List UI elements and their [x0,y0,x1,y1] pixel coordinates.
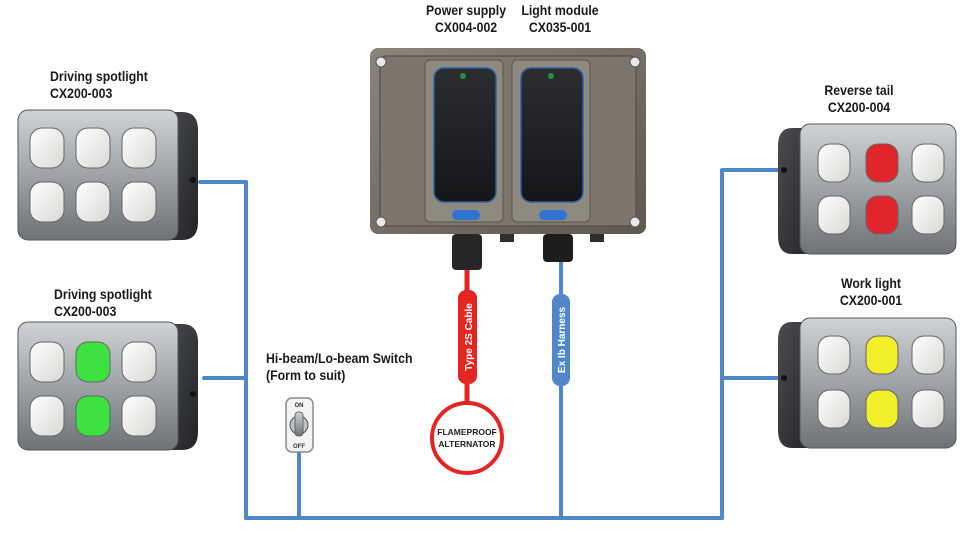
control-box [370,48,646,270]
spotlight-bottom-label: Driving spotlight CX200-003 [54,286,177,320]
reverse-tail-name: Reverse tail [824,82,894,98]
reverse-tail-label: Reverse tail CX200-004 [807,82,911,116]
flameproof-alternator: FLAMEPROOF ALTERNATOR [430,401,504,475]
light-module-label: Light module CX035-001 [516,2,604,36]
spotlight-top-code: CX200-003 [50,85,113,101]
power-supply-label: Power supply CX004-002 [422,2,510,36]
driving-spotlight-top [17,109,198,241]
switch-label: Hi-beam/Lo-beam Switch (Form to suit) [266,350,442,384]
work-light-code: CX200-001 [839,292,903,308]
power-tab [452,210,480,220]
harness-pill: Ex Ib Harness [552,294,570,386]
type2s-cable-label: Type 2S Cable [464,303,475,371]
power-led-icon [460,73,466,79]
power-supply-module [424,59,504,223]
driving-spotlight-bottom [17,321,198,451]
light-module [511,59,591,223]
wire-spotlight-top [198,180,248,520]
alternator-line2: ALTERNATOR [438,439,495,449]
light-module-code: CX035-001 [528,19,592,35]
toggle-switch-icon: ON OFF [285,397,314,453]
spotlight-bottom-code: CX200-003 [54,303,117,319]
spotlight-top-label: Driving spotlight CX200-003 [50,68,173,102]
wire-right-trunk [720,168,784,520]
harness-label: Ex Ib Harness [557,306,568,373]
spotlight-top-name: Driving spotlight [50,68,148,84]
type2s-cable-pill: Type 2S Cable [458,290,477,384]
cable-gland-left [452,234,482,270]
light-led-icon [548,73,554,79]
spotlight-bottom-name: Driving spotlight [54,286,152,302]
light-module-name: Light module [521,2,599,18]
power-supply-name: Power supply [425,2,507,18]
work-light-name: Work light [840,275,902,291]
alternator-line1: FLAMEPROOF [437,427,497,437]
work-light [778,317,957,449]
reverse-tail-light [778,123,957,255]
work-light-label: Work light CX200-001 [819,275,923,309]
switch-name: Hi-beam/Lo-beam Switch [266,350,413,366]
switch-off-mark: OFF [293,444,305,450]
switch-note: (Form to suit) [266,367,346,383]
cable-gland-right [543,234,573,262]
reverse-tail-code: CX200-004 [827,99,891,115]
power-supply-code: CX004-002 [434,19,498,35]
light-tab [539,210,567,220]
switch-on-mark: ON [295,403,304,409]
